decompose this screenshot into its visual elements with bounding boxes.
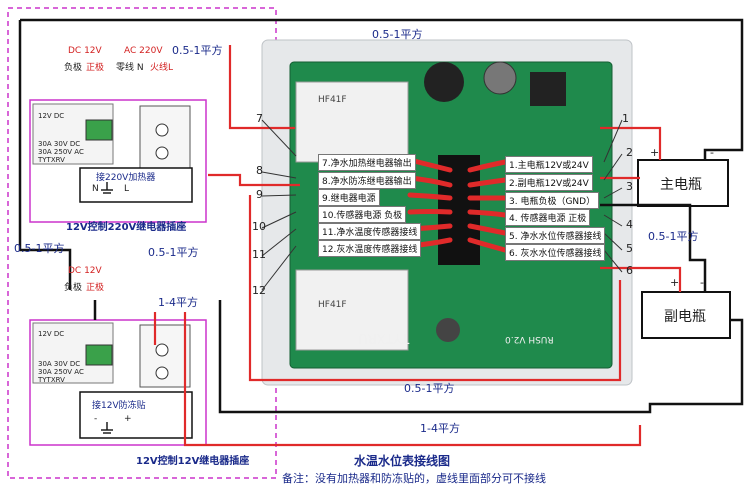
diagram-note: 备注：没有加热器和防冻贴的，虚线里面部分可不接线 — [282, 472, 546, 485]
aux-battery-label: 副电瓶 — [664, 309, 706, 325]
module-title-top: 12V控制220V继电器插座 — [66, 222, 187, 233]
relay-line-top-3: TYTXRV — [38, 156, 65, 164]
pin-num-8: 8 — [256, 164, 263, 177]
left-pin-11: 11.净水温度传感器接线 — [318, 223, 422, 240]
ac-n-label: 零线 N — [116, 63, 144, 73]
l-mark: L — [124, 184, 130, 194]
left-pin-9: 9.继电器电源 — [318, 189, 380, 206]
pin-num-11: 11 — [252, 248, 266, 261]
heater-box-top — [79, 167, 193, 203]
ac-l-label: 火线L — [150, 63, 174, 73]
relay-top-chip — [295, 81, 409, 163]
wire-spec-bottom-b: 1-4平方 — [420, 422, 460, 435]
capacitor-top — [483, 61, 517, 95]
dc-neg-bottom: 负极 — [64, 283, 83, 293]
aux-battery-minus: - — [700, 276, 704, 289]
left-pin-7: 7.净水加热继电器输出 — [318, 154, 416, 171]
antifreeze-label: 接12V防冻贴 — [92, 401, 146, 411]
wire-spec-bottom-a: 0.5-1平方 — [404, 382, 455, 395]
relay-line-top-2: 30A 250V AC — [38, 148, 84, 156]
pin-num-3: 3 — [626, 180, 633, 193]
relay-module-frame-top — [29, 99, 207, 223]
ac-label: AC 220V — [124, 46, 163, 56]
relay-line-bottom-0: 12V DC — [38, 330, 65, 338]
relay-line-bottom-2: 30A 250V AC — [38, 368, 84, 376]
pin-num-1: 1 — [622, 112, 629, 125]
minus-mark: - — [94, 414, 98, 424]
diagram-title: 水温水位表接线图 — [354, 454, 451, 468]
relay-bottom-label: HF41F — [318, 300, 347, 310]
dc-label-bottom: DC 12V — [68, 266, 102, 276]
module-title-bottom: 12V控制12V继电器插座 — [136, 456, 250, 467]
right-pin-4: 4. 传感器电源 正极 — [505, 209, 591, 226]
red-wires — [153, 45, 682, 447]
black-wires — [18, 18, 744, 414]
relay-line-bottom-3: TYTXRV — [38, 376, 65, 384]
main-battery-label: 主电瓶 — [660, 177, 702, 193]
aux-battery-plus: + — [670, 276, 680, 289]
relay-line-top-1: 30A 30V DC — [38, 140, 81, 148]
pin-num-10: 10 — [252, 220, 266, 233]
pin-num-9: 9 — [256, 188, 263, 201]
relay-terminal-bottom — [85, 344, 113, 366]
wire-spec-right-mid: 0.5-1平方 — [648, 230, 699, 243]
pin-num-2: 2 — [626, 146, 633, 159]
left-pin-10: 10.传感器电源 负极 — [318, 206, 407, 223]
pin-num-4: 4 — [626, 218, 633, 231]
regulator-chip — [530, 72, 566, 106]
pin-num-12: 12 — [252, 284, 266, 297]
relay-top-label: HF41F — [318, 95, 347, 105]
board-brand: TYTXRU — [358, 330, 410, 345]
relay-line-top-0: 12V DC — [38, 112, 65, 120]
heater-label: 接220V加热器 — [96, 173, 156, 183]
capacitor-bottom — [436, 318, 460, 342]
wire-spec-top-left: 0.5-1平方 — [172, 44, 223, 57]
right-pin-5: 5. 净水水位传感器接线 — [505, 227, 606, 244]
wire-spec-left-mid-a: 0.5-1平方 — [14, 242, 65, 255]
main-battery-plus: + — [650, 146, 660, 159]
dc-neg-top: 负极 — [64, 63, 83, 73]
left-pin-8: 8.净水防冻继电器输出 — [318, 172, 416, 189]
board-version: RUSH V2.0 — [505, 334, 554, 344]
right-pin-1: 1.主电瓶12V或24V — [505, 156, 593, 173]
dc-label-top: DC 12V — [68, 46, 102, 56]
relay-line-bottom-1: 30A 30V DC — [38, 360, 81, 368]
aux-battery-box — [641, 291, 731, 339]
pin-num-7: 7 — [256, 112, 263, 125]
main-battery-minus: - — [710, 146, 714, 159]
right-pin-6: 6. 灰水水位传感器接线 — [505, 244, 606, 261]
right-wires — [467, 159, 508, 253]
wire-spec-left-mid-b: 0.5-1平方 — [148, 246, 199, 259]
left-pin-12: 12.灰水温度传感器接线 — [318, 240, 422, 257]
right-pin-2: 2.副电瓶12V或24V — [505, 174, 593, 191]
relay-bottom-chip — [295, 269, 409, 351]
wire-spec-bottom-left: 1-4平方 — [158, 296, 198, 309]
relay-terminal-top — [85, 119, 113, 141]
buzzer — [424, 62, 464, 102]
relay-module-frame-bottom — [29, 319, 207, 446]
pin-num-6: 6 — [626, 264, 633, 277]
main-battery-box — [637, 159, 729, 207]
dc-pos-top: 正极 — [86, 63, 105, 73]
dc-pos-bottom: 正极 — [86, 283, 105, 293]
pin-num-5: 5 — [626, 242, 633, 255]
antifreeze-box-bottom — [79, 391, 193, 439]
plus-mark: + — [124, 414, 132, 424]
n-mark: N — [92, 184, 99, 194]
wire-spec-top: 0.5-1平方 — [372, 28, 423, 41]
right-pin-3: 3. 电瓶负极（GND） — [505, 192, 600, 209]
